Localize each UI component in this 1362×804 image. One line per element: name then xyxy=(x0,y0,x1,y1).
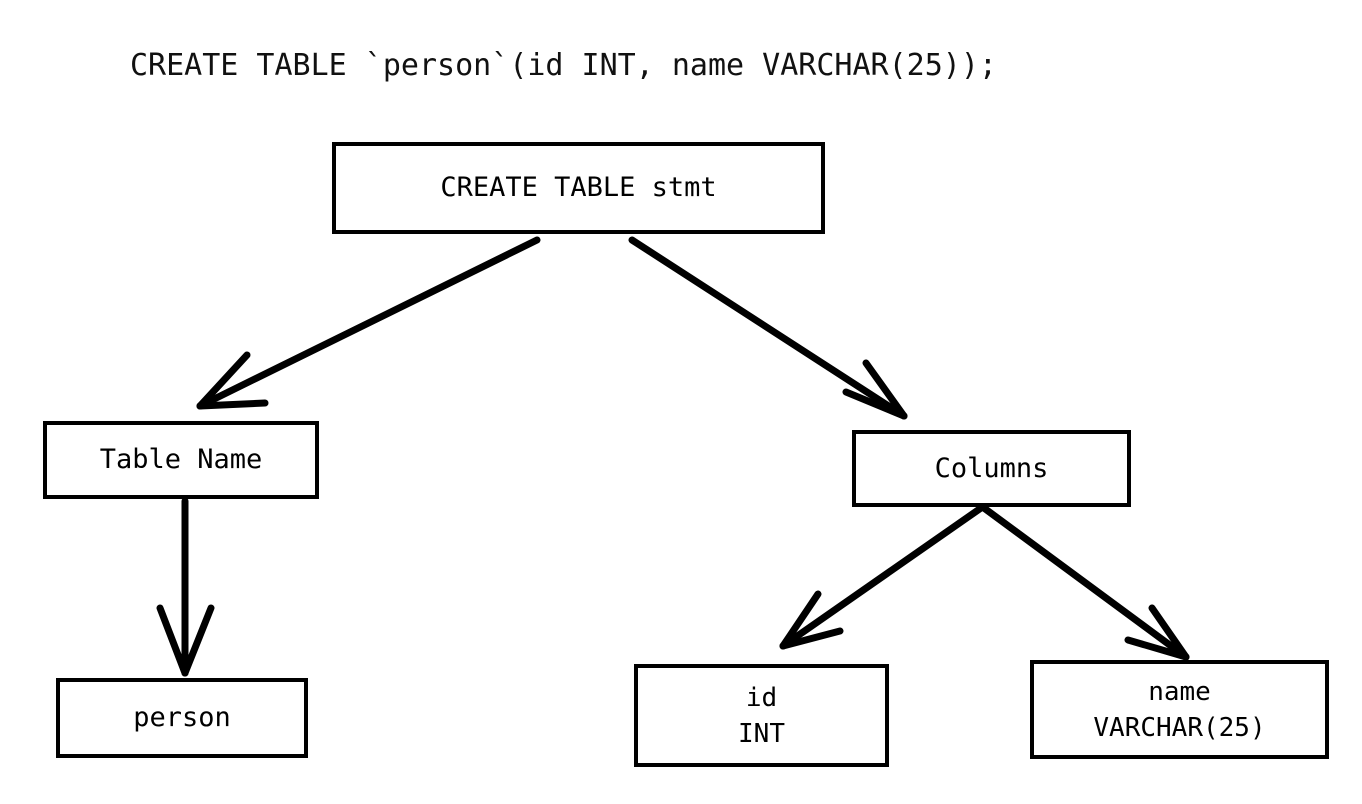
node-columns[interactable]: Columns xyxy=(852,430,1131,507)
column-id-name: id xyxy=(745,682,778,713)
edge-root-to-table-name xyxy=(196,236,541,410)
node-table-name-label: Table Name xyxy=(99,444,263,475)
node-root-label: CREATE TABLE stmt xyxy=(440,172,717,203)
node-columns-label: Columns xyxy=(934,452,1049,484)
column-id-type: INT xyxy=(738,718,785,749)
column-name-name: name xyxy=(1148,676,1211,707)
node-column-name[interactable]: name VARCHAR(25) xyxy=(1030,660,1329,759)
edge-columns-to-col-id xyxy=(779,504,985,650)
node-person[interactable]: person xyxy=(56,678,308,758)
column-name-type: VARCHAR(25) xyxy=(1093,712,1266,743)
edge-table-name-to-person xyxy=(156,497,215,677)
node-create-table-stmt[interactable]: CREATE TABLE stmt xyxy=(332,142,825,234)
node-column-id[interactable]: id INT xyxy=(634,664,889,767)
edge-columns-to-col-name xyxy=(980,504,1190,661)
node-person-label: person xyxy=(133,702,231,733)
sql-statement-caption: CREATE TABLE `person`(id INT, name VARCH… xyxy=(130,48,997,83)
edge-root-to-columns xyxy=(628,236,908,420)
node-table-name[interactable]: Table Name xyxy=(43,421,319,499)
